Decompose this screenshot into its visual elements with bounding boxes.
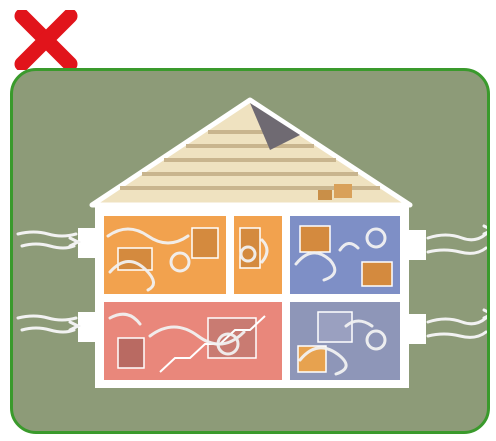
left-vent-lower xyxy=(78,312,96,342)
attic-box-1 xyxy=(334,184,352,198)
outgoing-airflow-arrows xyxy=(428,226,490,337)
house-illustration xyxy=(10,68,490,434)
right-vent-upper xyxy=(408,230,426,260)
red-x-icon xyxy=(14,10,78,70)
attic-box-2 xyxy=(318,190,332,200)
illustration-frame xyxy=(10,68,490,434)
incoming-airflow-arrows xyxy=(18,232,78,332)
left-vent-upper xyxy=(78,228,96,258)
right-vent-lower xyxy=(408,314,426,344)
